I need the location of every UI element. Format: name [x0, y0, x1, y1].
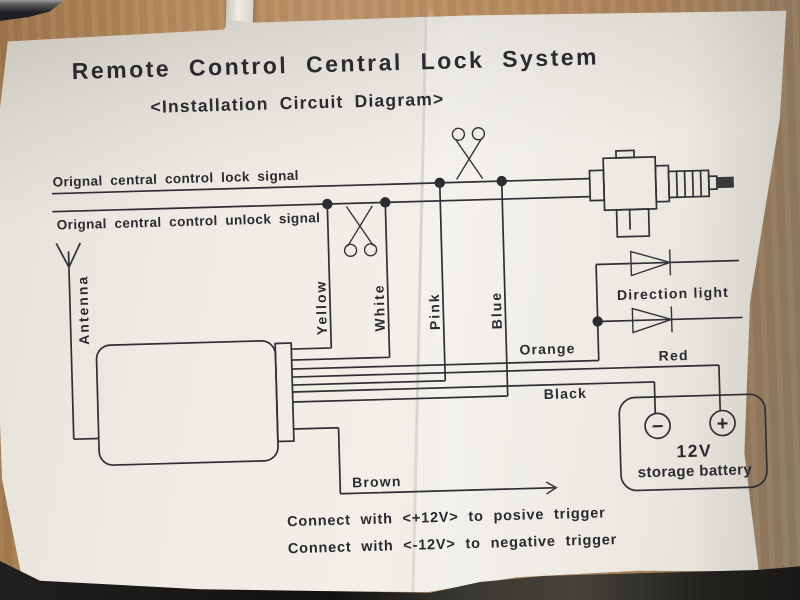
- wire-label-brown: Brown: [352, 473, 402, 490]
- unlock-signal-line: [52, 195, 591, 213]
- unlock-cut-scissors-icon: [343, 205, 378, 258]
- battery-minus-terminal: [644, 412, 671, 440]
- battery-plus-terminal: [709, 409, 736, 437]
- note-positive-trigger: Connect with <+12V> to posive trigger: [287, 505, 606, 530]
- yellow-wire: [291, 203, 333, 350]
- control-unit-box: [95, 340, 279, 466]
- diode-icon-top: [630, 249, 673, 277]
- lock-cut-scissors-icon: [451, 127, 486, 180]
- junction-dot-orange: [592, 316, 603, 327]
- diode-icon-bottom: [631, 306, 675, 334]
- page-subtitle: <Installation Circuit Diagram>: [150, 89, 444, 117]
- wire-label-yellow: Yellow: [312, 279, 330, 335]
- antenna-icon: [55, 242, 99, 441]
- white-wire: [291, 202, 391, 361]
- note-negative-trigger: Connect with <-12V> to negative trigger: [288, 532, 618, 557]
- page-title: Remote Control Central Lock System: [71, 43, 599, 84]
- battery-voltage-label: 12V: [676, 440, 712, 461]
- unlock-signal-label: Orignal central control unlock signal: [57, 210, 321, 232]
- paper-fold-shadow-top: [0, 10, 787, 593]
- lock-actuator: [588, 149, 734, 238]
- direction-light-circuit: [592, 249, 743, 334]
- black-wire: [292, 381, 657, 414]
- antenna-label: Antenna: [74, 275, 92, 345]
- wire-label-red: Red: [658, 347, 688, 364]
- wire-label-pink: Pink: [426, 292, 443, 330]
- battery-name-label: storage battery: [637, 461, 752, 481]
- actuator-plunger-tip: [716, 176, 734, 189]
- lock-signal-label: Orignal central control lock signal: [52, 168, 299, 190]
- direction-light-label: Direction light: [617, 284, 730, 303]
- paper-fold-highlight: [0, 10, 787, 593]
- wire-connector: [274, 342, 295, 443]
- wire-label-white: White: [371, 283, 388, 332]
- blue-wire: [292, 181, 509, 403]
- wire-label-orange: Orange: [519, 340, 576, 358]
- battery-minus-sign: −: [651, 416, 663, 438]
- pink-wire: [292, 182, 447, 386]
- battery-box: − + 12V storage battery: [618, 393, 768, 492]
- brown-wire: [293, 426, 555, 495]
- wire-label-blue: Blue: [488, 291, 505, 330]
- diode-line-top: [596, 259, 740, 266]
- wire-label-black: Black: [543, 385, 587, 402]
- paper-sheet: [0, 10, 787, 593]
- red-wire: [292, 364, 722, 412]
- battery-plus-sign: +: [716, 413, 728, 435]
- brown-wire-arrow-icon: [545, 481, 558, 495]
